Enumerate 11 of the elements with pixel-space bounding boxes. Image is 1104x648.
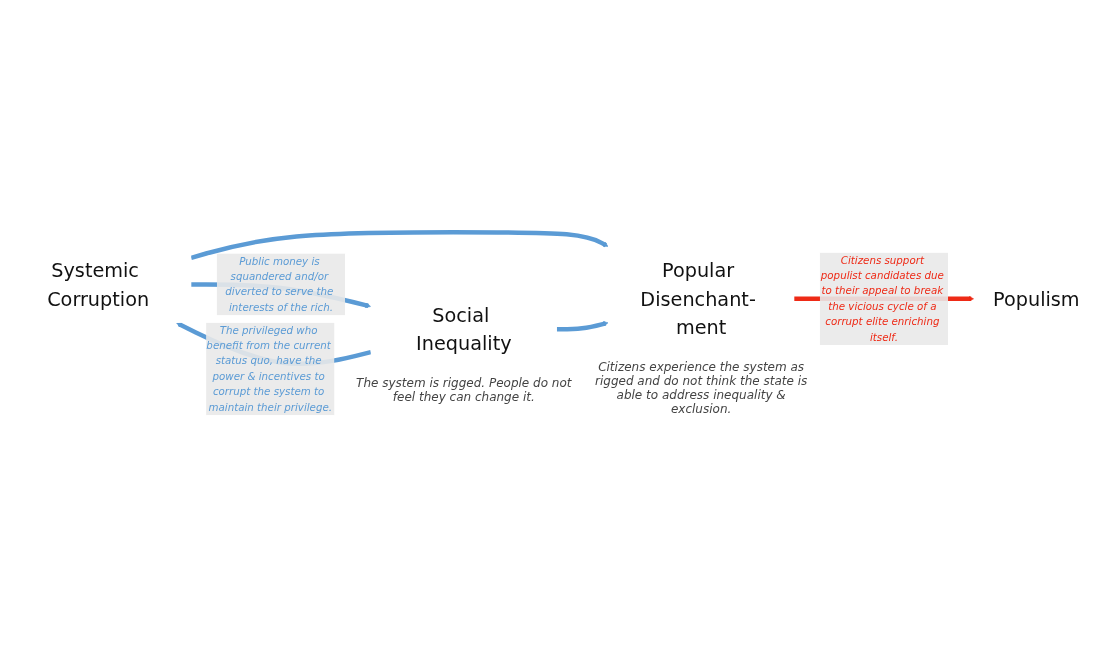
node-text: Social Inequality <box>416 304 512 356</box>
arrow <box>190 230 609 261</box>
note-text: The system is rigged. People do not feel they can change it. <box>355 376 573 405</box>
edge-label: The privileged who benefit from the current status quo, have the power & incentives to corrupt the system to maintain their privilege. <box>206 324 333 414</box>
note-text: Citizens experience the system as rigged and do not think the state is able to address inequality & exclusion. <box>594 360 809 417</box>
edge-label: Public money is squandered and/or diverted to serve the interests of the rich. <box>225 255 334 314</box>
node-text: Populism <box>993 287 1080 311</box>
node-text: Systemic Corruption <box>47 259 150 311</box>
node-text: Popular Disenchant- ment <box>640 259 756 340</box>
arrow <box>556 321 609 332</box>
edge-label: Citizens support populist candidates due to their appeal to break the vicious cycle of a corrupt elite enriching itself. <box>820 254 944 344</box>
